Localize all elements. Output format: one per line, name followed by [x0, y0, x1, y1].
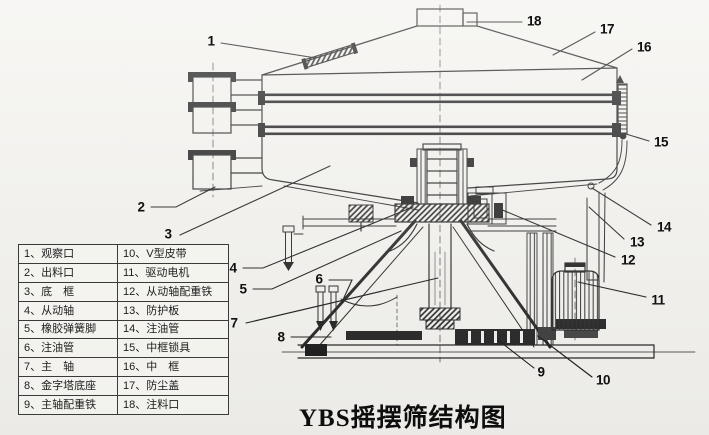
callout-13: 13 [629, 234, 645, 250]
spring-rod [282, 225, 304, 271]
legend-row: 1、观察口 10、V型皮带 [18, 244, 229, 264]
drive-assembly [348, 143, 507, 232]
callout-2: 2 [137, 199, 145, 215]
callout-14: 14 [656, 219, 672, 235]
frame-lock [616, 75, 628, 140]
main-body [261, 67, 618, 211]
callout-6: 6 [315, 271, 323, 287]
dust-cover [261, 25, 618, 76]
legend-cell: 3、底 框 [18, 281, 118, 302]
feed-inlet [416, 8, 478, 27]
legend-row: 4、从动轴 13、防护板 [18, 300, 229, 321]
leader-lines [150, 21, 652, 378]
outlet-spout-3 [188, 150, 263, 192]
legend-row: 3、底 框 12、从动轴配重铁 [18, 281, 229, 302]
callout-18: 18 [526, 13, 542, 29]
legend-cell: 7、主 轴 [18, 357, 118, 378]
legend-cell: 13、防护板 [117, 300, 229, 321]
centerlines [212, 4, 576, 363]
legend-cell: 18、注料口 [117, 395, 229, 416]
driven-shaft-counterweight [467, 186, 507, 225]
legend-cell: 9、主轴配重铁 [18, 395, 118, 416]
legend-cell: 2、出料口 [18, 262, 118, 283]
legend-row: 7、主 轴 16、中 框 [18, 357, 229, 378]
legend-cell: 4、从动轴 [18, 300, 118, 321]
legend-cell: 14、注油管 [117, 319, 229, 340]
main-shaft [389, 223, 495, 330]
callout-3: 3 [164, 226, 172, 242]
callout-15: 15 [653, 134, 669, 150]
legend-row: 2、出料口 11、驱动电机 [18, 262, 229, 283]
legend-cell: 5、橡胶弹簧脚 [18, 319, 118, 340]
drive-motor [551, 262, 600, 331]
callout-1: 1 [207, 33, 215, 49]
legend-cell: 15、中框锁具 [117, 338, 229, 359]
callout-10: 10 [595, 372, 611, 388]
outlet-spout-1 [188, 72, 263, 104]
callout-5: 5 [239, 281, 247, 297]
legend-cell: 6、注油管 [18, 338, 118, 359]
base-plate [281, 344, 696, 359]
callout-11: 11 [651, 292, 665, 308]
legend-cell: 11、驱动电机 [117, 262, 229, 283]
legend-cell: 16、中 框 [117, 357, 229, 378]
outlet-spout-2 [188, 102, 263, 134]
legend-cell: 1、观察口 [18, 244, 118, 264]
legend-cell: 10、V型皮带 [117, 244, 229, 264]
legend-row: 8、金字塔底座 17、防尘盖 [18, 376, 229, 397]
legend-cell: 8、金字塔底座 [18, 376, 118, 397]
legend-row: 9、主轴配重铁 18、注料口 [18, 395, 229, 416]
callout-4: 4 [229, 260, 237, 276]
legend-cell: 12、从动轴配重铁 [117, 281, 229, 302]
legend-cell: 17、防尘盖 [117, 376, 229, 397]
oil-pipe-right [587, 139, 628, 283]
callout-7: 7 [230, 315, 238, 331]
callout-9: 9 [537, 364, 545, 380]
callout-17: 17 [599, 21, 615, 37]
callout-8: 8 [277, 329, 285, 345]
screen-bands [258, 91, 621, 137]
callout-12: 12 [620, 252, 636, 268]
legend-row: 6、注油管 15、中框锁具 [18, 338, 229, 359]
parts-legend: 1、观察口 10、V型皮带 2、出料口 11、驱动电机 3、底 框 12、从动轴… [18, 244, 229, 416]
callout-16: 16 [636, 39, 652, 55]
legend-row: 5、橡胶弹簧脚 14、注油管 [18, 319, 229, 340]
figure-title: YBS摇摆筛结构图 [299, 405, 507, 432]
outlet-spouts [188, 72, 263, 192]
observation-port [301, 42, 359, 70]
